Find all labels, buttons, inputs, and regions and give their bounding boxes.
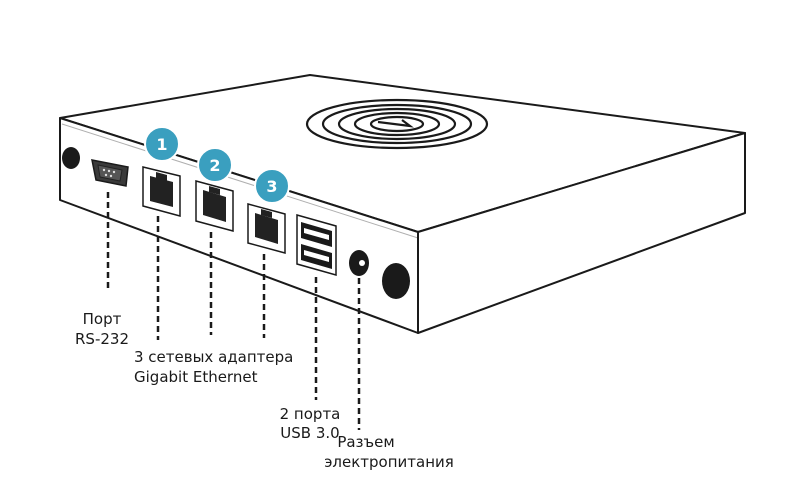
label-usb-line1: 2 порта	[280, 405, 341, 423]
device-top-edge	[61, 123, 419, 239]
badge-2-text: 2	[209, 156, 220, 175]
label-rs232-line2: RS-232	[75, 330, 129, 348]
label-usb: 2 порта USB 3.0	[280, 405, 341, 442]
label-ethernet: 3 сетевых адаптера Gigabit Ethernet	[134, 348, 293, 386]
badge-1-text: 1	[156, 135, 167, 154]
right-knob-icon	[382, 263, 410, 299]
label-rs232: Порт RS-232	[75, 310, 129, 348]
rs232-port-icon	[91, 159, 129, 187]
label-ethernet-line1: 3 сетевых адаптера	[134, 348, 293, 366]
badge-3-text: 3	[266, 177, 277, 196]
ethernet-port-2-icon	[195, 180, 234, 232]
label-rs232-line1: Порт	[83, 310, 122, 328]
badge-1: 1	[144, 126, 180, 162]
ethernet-port-1-icon	[142, 166, 181, 217]
device-side-panel	[417, 132, 746, 334]
label-power-line1: Разъем	[337, 433, 394, 451]
usb-ports-icon	[296, 214, 337, 276]
label-power: Разъем электропитания	[324, 433, 454, 471]
power-connector-icon	[349, 250, 369, 276]
fan-grille-icon	[305, 98, 489, 150]
leader-lines	[106, 192, 361, 430]
label-power-line2: электропитания	[324, 453, 454, 471]
badge-3: 3	[254, 168, 290, 204]
ethernet-port-3-icon	[247, 203, 286, 254]
label-ethernet-line2: Gigabit Ethernet	[134, 368, 258, 386]
badge-2: 2	[197, 147, 233, 183]
label-usb-line2: USB 3.0	[280, 424, 339, 442]
left-knob-icon	[62, 147, 80, 169]
